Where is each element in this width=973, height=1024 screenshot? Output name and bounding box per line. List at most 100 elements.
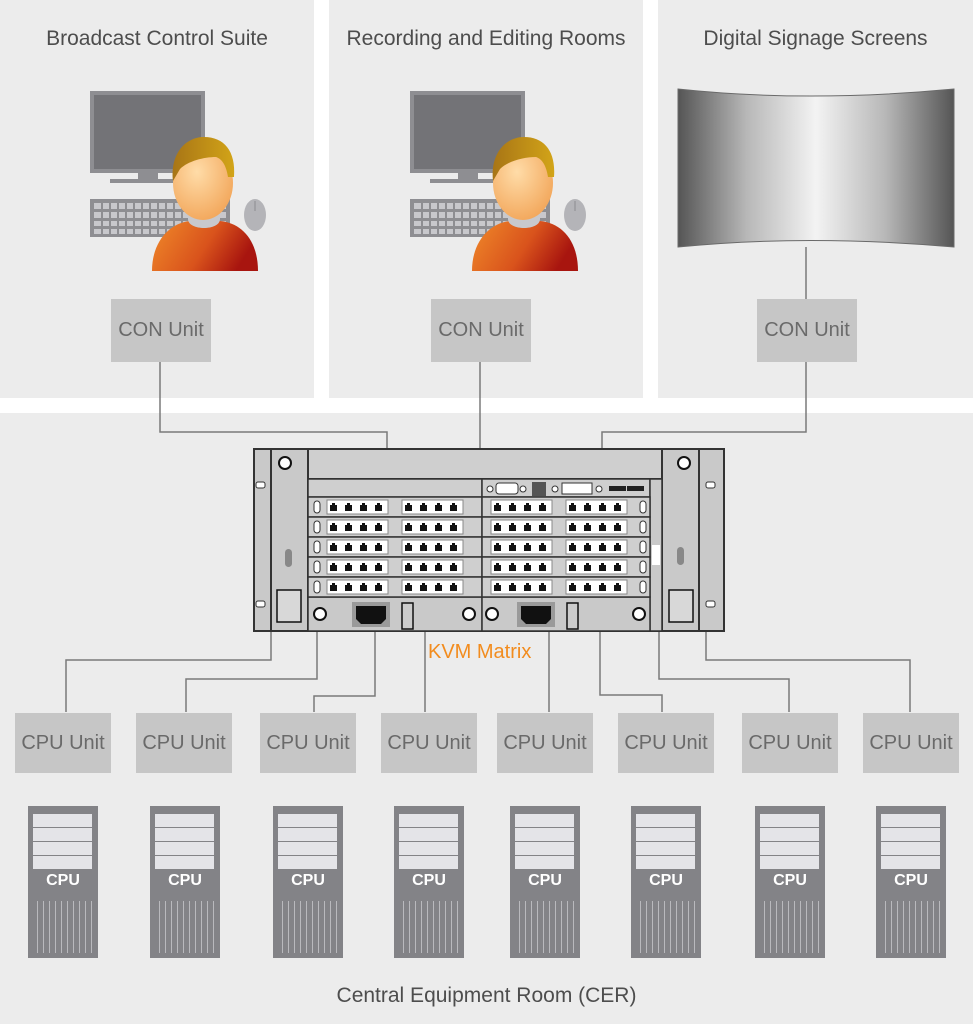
rj45-port-icon (419, 522, 428, 531)
rj45-port-icon (419, 502, 428, 511)
rj45-port-icon (344, 502, 353, 511)
rj45-port-icon (508, 502, 517, 511)
cpu-unit: CPU Unit (742, 713, 838, 773)
curved-display-icon (677, 88, 955, 248)
rj45-port-icon (419, 582, 428, 591)
card-latch (313, 500, 321, 514)
rj45-port-icon (508, 522, 517, 531)
rj45-port-icon (538, 562, 547, 571)
kvm-matrix-label: KVM Matrix (428, 641, 532, 663)
rj45-port-icon (568, 542, 577, 551)
port-group (565, 539, 628, 555)
rj45-port-icon (493, 582, 502, 591)
card-latch (639, 540, 647, 554)
rj45-port-icon (374, 582, 383, 591)
card-latch (639, 560, 647, 574)
port-group (326, 559, 389, 575)
cpu-tower-icon: CPU (394, 806, 464, 958)
port-group (401, 539, 464, 555)
port-group (565, 559, 628, 575)
rj45-port-icon (508, 542, 517, 551)
card-latch (639, 500, 647, 514)
rj45-port-icon (359, 582, 368, 591)
rj45-port-icon (419, 542, 428, 551)
rj45-port-icon (523, 522, 532, 531)
cpu-unit: CPU Unit (136, 713, 232, 773)
rj45-port-icon (434, 522, 443, 531)
rj45-port-icon (434, 562, 443, 571)
rj45-port-icon (523, 502, 532, 511)
cpu-unit: CPU Unit (863, 713, 959, 773)
rj45-port-icon (598, 582, 607, 591)
con-unit-broadcast: CON Unit (111, 299, 211, 362)
rj45-port-icon (598, 562, 607, 571)
rj45-port-icon (329, 562, 338, 571)
rj45-port-icon (344, 562, 353, 571)
cpu-connection-lines (65, 631, 911, 712)
rj45-port-icon (538, 502, 547, 511)
rj45-port-icon (538, 542, 547, 551)
cpu-tower-label: CPU (412, 872, 446, 889)
rj45-port-icon (613, 502, 622, 511)
card-latch (313, 540, 321, 554)
rj45-port-icon (404, 562, 413, 571)
rj45-port-icon (493, 562, 502, 571)
cpu-tower-icon: CPU (150, 806, 220, 958)
rj45-port-icon (359, 542, 368, 551)
rj45-port-icon (493, 542, 502, 551)
cpu-unit: CPU Unit (381, 713, 477, 773)
rj45-port-icon (598, 502, 607, 511)
rj45-port-icon (613, 562, 622, 571)
port-group (401, 519, 464, 535)
port-group (565, 499, 628, 515)
cpu-tower-label: CPU (528, 872, 562, 889)
rj45-port-icon (568, 562, 577, 571)
rj45-port-icon (613, 522, 622, 531)
rj45-port-icon (329, 582, 338, 591)
rj45-port-icon (404, 522, 413, 531)
rj45-port-icon (374, 502, 383, 511)
rj45-port-icon (329, 522, 338, 531)
rj45-port-icon (404, 542, 413, 551)
room-connection-lines (159, 247, 807, 449)
port-group (326, 579, 389, 595)
rj45-port-icon (374, 562, 383, 571)
cpu-tower-icon: CPU (510, 806, 580, 958)
card-latch (313, 520, 321, 534)
cpu-unit: CPU Unit (618, 713, 714, 773)
rj45-port-icon (434, 502, 443, 511)
cpu-tower-label: CPU (46, 872, 80, 889)
workstation-icon-recording (409, 90, 587, 272)
rj45-port-icon (613, 582, 622, 591)
rj45-port-icon (568, 502, 577, 511)
rj45-port-icon (583, 542, 592, 551)
port-group (490, 559, 553, 575)
rj45-port-icon (493, 502, 502, 511)
cpu-unit: CPU Unit (15, 713, 111, 773)
rj45-port-icon (419, 562, 428, 571)
rj45-port-icon (449, 522, 458, 531)
rj45-port-icon (598, 542, 607, 551)
port-group (401, 499, 464, 515)
cpu-unit: CPU Unit (497, 713, 593, 773)
port-group (490, 519, 553, 535)
cpu-tower-icon: CPU (28, 806, 98, 958)
cpu-tower-label: CPU (649, 872, 683, 889)
rj45-port-icon (508, 562, 517, 571)
cpu-tower-label: CPU (773, 872, 807, 889)
port-group (401, 559, 464, 575)
port-rows (307, 496, 651, 598)
port-group (326, 499, 389, 515)
rj45-port-icon (583, 582, 592, 591)
port-group (490, 499, 553, 515)
matrix-details (255, 456, 716, 630)
rj45-port-icon (374, 542, 383, 551)
rj45-port-icon (598, 522, 607, 531)
rj45-port-icon (404, 502, 413, 511)
cpu-unit: CPU Unit (260, 713, 356, 773)
cpu-tower-label: CPU (291, 872, 325, 889)
room-title-signage: Digital Signage Screens (703, 27, 928, 50)
con-unit-signage: CON Unit (757, 299, 857, 362)
rj45-port-icon (404, 582, 413, 591)
